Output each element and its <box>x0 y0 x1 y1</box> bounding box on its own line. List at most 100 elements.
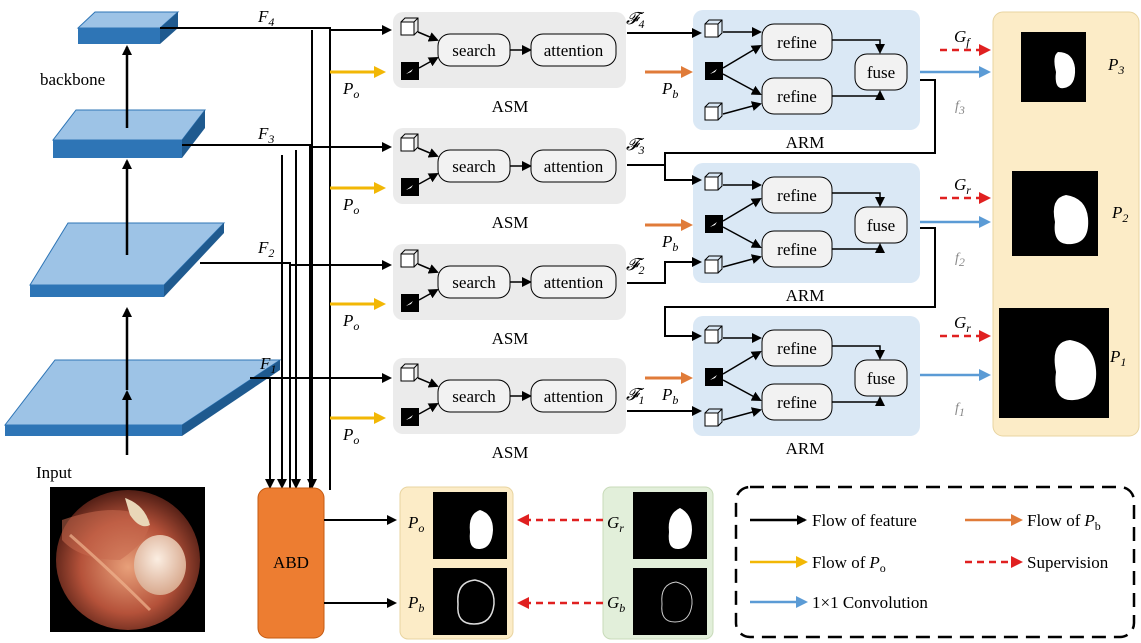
label-f-2: f2 <box>955 251 965 269</box>
asm-label: ASM <box>492 97 529 116</box>
label-Gr-2: Gr <box>954 175 971 197</box>
label-Pb-arm-2: Pb <box>661 232 678 254</box>
label-Gf-3: Gf <box>954 27 971 49</box>
feature-cube-icon <box>704 102 723 121</box>
label-Po-asm-2: Po <box>342 311 359 333</box>
search-block: search <box>437 33 511 67</box>
arm-label: ARM <box>786 133 825 152</box>
backbone-level-1 <box>3 359 282 436</box>
boundary-map-icon <box>705 215 723 233</box>
label-F1: F1 <box>259 354 276 376</box>
search-block-label: search <box>452 273 496 292</box>
label-Po-asm-1: Po <box>342 425 359 447</box>
asm-label: ASM <box>492 329 529 348</box>
attention-block-label: attention <box>544 387 604 406</box>
label-Fcal2: 𝓕2 <box>626 255 645 277</box>
label-Gb-gt: Gb <box>607 593 625 615</box>
label-Po-asm-3: Po <box>342 195 359 217</box>
feature-cube-icon <box>400 249 419 268</box>
attention-block-label: attention <box>544 273 604 292</box>
arm-modules: refinerefinefuseARMPbrefinerefinefuseARM… <box>645 10 920 458</box>
refine-block-top-label: refine <box>777 186 817 205</box>
refine-block-bottom-label: refine <box>777 240 817 259</box>
feature-cube-icon <box>704 255 723 274</box>
feature-cube-icon <box>704 325 723 344</box>
search-block: search <box>437 379 511 413</box>
label-F4: F4 <box>257 7 274 29</box>
gb-mask <box>633 568 707 635</box>
refine-block-bottom: refine <box>761 383 833 421</box>
refine-block-top: refine <box>761 23 833 61</box>
label-f-3: f3 <box>955 99 965 117</box>
backbone-label: backbone <box>40 70 105 89</box>
feature-cube-icon <box>400 363 419 382</box>
boundary-map-icon <box>705 368 723 386</box>
refine-block-top-label: refine <box>777 33 817 52</box>
refine-block-bottom-label: refine <box>777 87 817 106</box>
backbone-level-3 <box>51 109 207 158</box>
label-Pb-arm-1: Pb <box>661 385 678 407</box>
fuse-block: fuse <box>854 359 908 397</box>
refine-block-top-label: refine <box>777 339 817 358</box>
label-Gr-1: Gr <box>954 313 971 335</box>
refine-block-top: refine <box>761 176 833 214</box>
attention-block-label: attention <box>544 157 604 176</box>
search-block-label: search <box>452 157 496 176</box>
refine-block-bottom-label: refine <box>777 393 817 412</box>
attention-block: attention <box>530 265 617 299</box>
feature-cube-icon <box>400 17 419 36</box>
arm-label: ARM <box>786 439 825 458</box>
feature-lines <box>160 25 392 490</box>
label-P1: P1 <box>1109 347 1126 369</box>
attention-block: attention <box>530 379 617 413</box>
asm-label: ASM <box>492 213 529 232</box>
boundary-map-icon <box>705 62 723 80</box>
refine-block-bottom: refine <box>761 77 833 115</box>
fuse-block: fuse <box>854 53 908 91</box>
search-block-label: search <box>452 387 496 406</box>
feature-cube-icon <box>704 19 723 38</box>
search-block-label: search <box>452 41 496 60</box>
prior-map-icon <box>401 294 419 312</box>
backbone: backbone <box>3 11 282 455</box>
feature-cube-icon <box>400 133 419 152</box>
search-block: search <box>437 149 511 183</box>
legend-conv: 1×1 Convolution <box>812 593 928 612</box>
label-P3: P3 <box>1107 55 1124 77</box>
polyp-shape <box>134 535 186 595</box>
label-F2: F2 <box>257 238 274 260</box>
label-Po-abd: Po <box>407 513 424 535</box>
arm-label: ARM <box>786 286 825 305</box>
label-Fcal1: 𝓕1 <box>626 385 645 407</box>
label-Gr-gt: Gr <box>607 513 624 535</box>
label-F3: F3 <box>257 124 274 146</box>
attention-block-label: attention <box>544 41 604 60</box>
fuse-block-label: fuse <box>867 216 895 235</box>
abd-output-panel: Po Pb <box>399 486 514 640</box>
fuse-block-label: fuse <box>867 369 895 388</box>
attention-block: attention <box>530 149 617 183</box>
attention-block: attention <box>530 33 617 67</box>
fuse-block: fuse <box>854 206 908 244</box>
search-block: search <box>437 265 511 299</box>
output-arrows <box>920 44 991 381</box>
output-panel: P3 P2 P1 <box>992 11 1140 437</box>
ground-truth-panel: Gr Gb <box>602 486 714 640</box>
fuse-block-label: fuse <box>867 63 895 82</box>
asm-label: ASM <box>492 443 529 462</box>
label-f-1: f1 <box>955 401 965 419</box>
label-Fcal3: 𝓕3 <box>626 135 645 157</box>
pb-mask <box>433 568 507 635</box>
